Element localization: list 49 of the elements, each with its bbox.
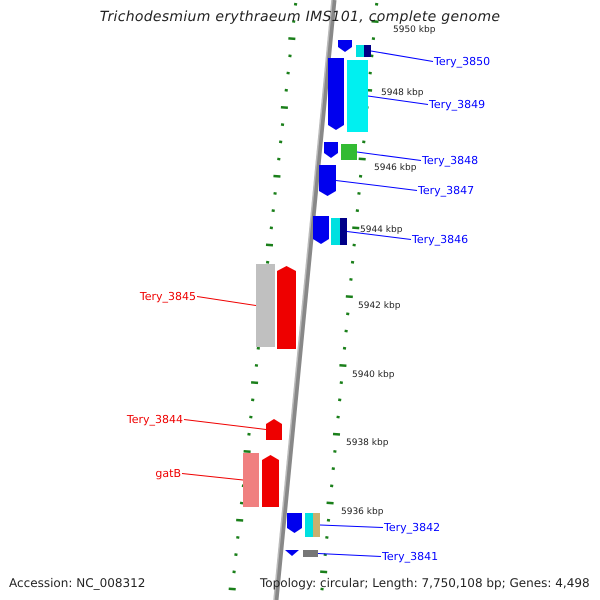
tick-label: 5946 kbp [374,164,416,173]
gene-feature [266,419,282,440]
leader-line [370,50,434,62]
map-title: Trichodesmium erythraeum IMS101, complete genome [98,10,502,24]
leader-line [346,231,412,240]
accession-text: Accession: NC_008312 [9,577,146,589]
leader-line [336,180,418,191]
gene-feature [285,550,299,556]
gene-label: Tery_3847 [418,185,474,196]
gene-label: Tery_3845 [140,291,196,302]
gene-label: Tery_3842 [384,522,440,533]
gene-label: Tery_3850 [434,56,490,67]
tick-label: 5950 kbp [393,26,436,35]
gene-label: Tery_3849 [429,99,486,110]
gene-label: gatB [155,468,181,479]
gene-feature [328,58,344,130]
gene-label: Tery_3844 [126,414,183,425]
leader-line [182,473,244,480]
tick-label: 5938 kbp [346,439,388,448]
leader-line [368,96,428,105]
gene-feature [338,40,352,52]
gene-feature [324,142,338,158]
tick-label: 5936 kbp [341,508,384,517]
tick-label: 5944 kbp [360,226,402,235]
gene-feature [287,513,302,533]
leader-line [184,419,266,430]
gene-feature [347,60,368,132]
tick-label: 5940 kbp [352,371,394,380]
gene-label: Tery_3846 [412,234,468,245]
gene-feature [256,264,275,347]
gene-feature [319,165,336,196]
tick-label: 5942 kbp [358,302,400,311]
genome-summary: Topology: circular; Length: 7,750,108 bp; Genes: 4,498 [260,577,590,589]
leader-line [196,296,256,306]
gene-feature [356,45,371,57]
gene-label: Tery_3841 [382,551,438,562]
gene-label: Tery_3848 [422,155,478,166]
gene-feature [313,216,329,244]
leader-line [356,152,422,161]
gene-feature [303,550,318,557]
gene-feature [331,218,347,245]
gene-feature [341,144,357,160]
gene-feature [277,266,296,349]
gene-feature [305,513,320,537]
gene-feature [262,455,279,507]
leader-line [318,553,382,557]
leader-line [320,524,384,528]
tick-label: 5948 kbp [381,89,424,98]
gene-feature [243,453,259,507]
